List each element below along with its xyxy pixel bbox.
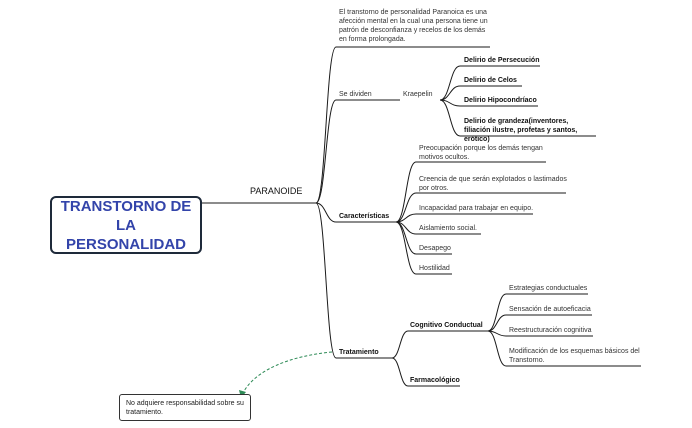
connector-caracteristicas bbox=[315, 202, 396, 223]
topic-se-dividen[interactable]: Se dividen bbox=[339, 91, 372, 98]
caracteristica-4[interactable]: Aislamiento social. bbox=[419, 225, 477, 232]
delirio-persecucion[interactable]: Delirio de Persecución bbox=[464, 57, 540, 64]
cognitivo-item-3[interactable]: Reestructuración cognitiva bbox=[509, 327, 592, 334]
caracteristica-1[interactable]: Preocupación porque los demás tengan mot… bbox=[419, 145, 543, 161]
connector-se-dividen bbox=[315, 99, 400, 204]
topic-caracteristicas[interactable]: Características bbox=[339, 213, 390, 220]
caracteristica-2[interactable]: Creencia de que serán explotados o lasti… bbox=[419, 176, 567, 192]
connector-carac-3 bbox=[395, 213, 533, 223]
connector-cog-3 bbox=[487, 330, 593, 337]
connector-carac-6 bbox=[395, 221, 452, 275]
caracteristica-3[interactable]: Incapacidad para trabajar en equipo. bbox=[419, 205, 534, 212]
delirio-grandeza[interactable]: Delirio de grandeza(inventores, filiació… bbox=[464, 118, 578, 143]
topic-tratamiento[interactable]: Tratamiento bbox=[339, 349, 379, 356]
main-topic-paranoide[interactable]: PARANOIDE bbox=[250, 186, 303, 196]
cognitivo-item-1[interactable]: Estrategias conductuales bbox=[509, 285, 588, 292]
connector-cog-1 bbox=[487, 293, 588, 332]
connector-definition bbox=[315, 46, 490, 204]
connector-delirio-1 bbox=[439, 65, 540, 101]
floating-note[interactable]: No adquiere responsabilidad sobre su tra… bbox=[119, 394, 251, 421]
topic-kraepelin[interactable]: Kraepelin bbox=[403, 91, 433, 98]
connector-carac-1 bbox=[395, 161, 546, 223]
cognitivo-item-2[interactable]: Sensación de autoeficacia bbox=[509, 306, 591, 313]
connector-farmacologico bbox=[391, 357, 460, 387]
cognitivo-item-4[interactable]: Modificación de los esquemas básicos del… bbox=[509, 348, 640, 364]
delirio-celos[interactable]: Delirio de Celos bbox=[464, 77, 517, 84]
topic-farmacologico[interactable]: Farmacológico bbox=[410, 377, 460, 384]
connector-delirio-4 bbox=[439, 99, 596, 137]
connector-tratamiento bbox=[315, 202, 392, 359]
delirio-hipocondriaco[interactable]: Delirio Hipocondríaco bbox=[464, 97, 537, 104]
connector-cognitivo bbox=[391, 330, 488, 359]
connector-cog-2 bbox=[487, 314, 592, 332]
connector-cog-4 bbox=[487, 330, 641, 367]
topic-cognitivo-conductual[interactable]: Cognitivo Conductual bbox=[410, 322, 483, 329]
connector-delirio-2 bbox=[439, 85, 522, 101]
definition-text[interactable]: El transtorno de personalidad Paranoica … bbox=[339, 9, 488, 43]
connector-carac-2 bbox=[395, 192, 566, 223]
root-title-line2: PERSONALIDAD bbox=[65, 235, 186, 253]
connector-delirio-3 bbox=[439, 99, 538, 107]
caracteristica-5[interactable]: Desapego bbox=[419, 245, 451, 252]
root-title-line1: TRANSTORNO DE LA bbox=[60, 197, 192, 234]
connector-note-relation bbox=[242, 351, 333, 394]
root-topic[interactable]: TRANSTORNO DE LA PERSONALIDAD bbox=[50, 196, 202, 254]
caracteristica-6[interactable]: Hostilidad bbox=[419, 265, 450, 272]
